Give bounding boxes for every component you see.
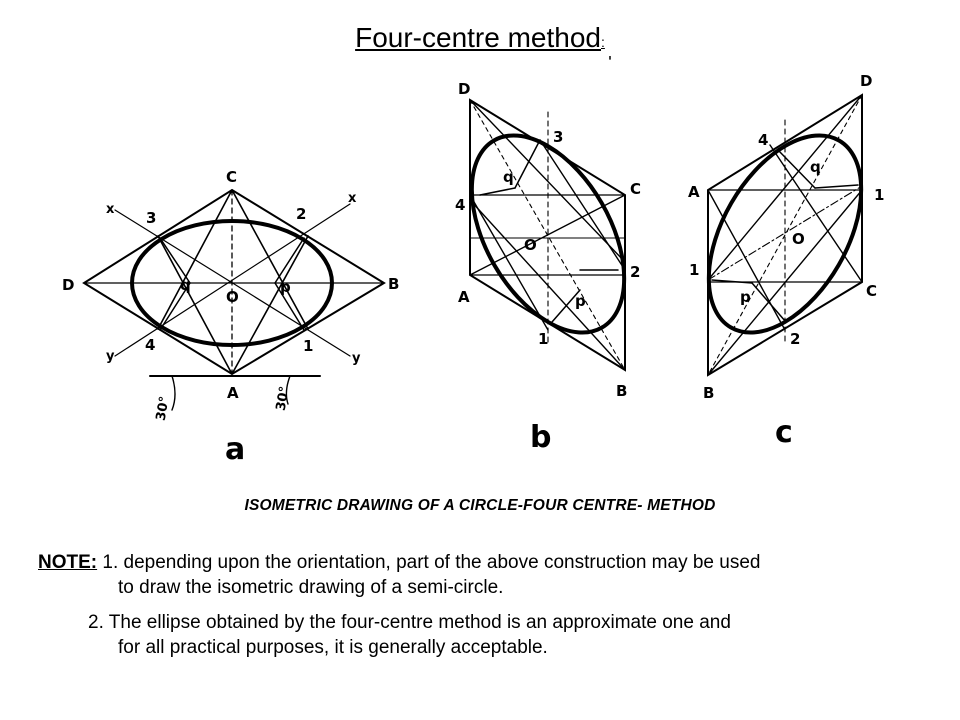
fig-b-label-1: 1	[538, 330, 548, 348]
fig-c-label-4: 4	[758, 131, 768, 149]
fig-c-label-1-right: 1	[874, 186, 884, 204]
fig-c-label-B: B	[703, 384, 714, 402]
diagram-caption: ISOMETRIC DRAWING OF A CIRCLE-FOUR CENTR…	[244, 497, 716, 514]
fig-a-label-D: D	[62, 276, 74, 294]
fig-c-label-2: 2	[790, 330, 800, 348]
fig-b-label-O: O	[524, 236, 537, 254]
note-item-1-line-1: 1. depending upon the orientation, part …	[97, 552, 761, 573]
fig-b-label-B: B	[616, 382, 627, 400]
fig-a-label-A: A	[227, 384, 239, 402]
fig-a-label-4: 4	[145, 336, 155, 354]
fig-a-ellipse	[130, 219, 334, 347]
fig-c-label-D: D	[860, 72, 872, 90]
title-text: Four-centre method	[355, 22, 601, 53]
fig-a-label-x-left: x	[106, 202, 115, 217]
fig-b-label-3: 3	[553, 128, 563, 146]
fig-a-label-1: 1	[303, 337, 313, 355]
fig-c-label-p: p	[740, 288, 751, 306]
fig-b-label-q: q	[503, 168, 514, 186]
note-item-1: NOTE: 1. depending upon the orientation,…	[38, 550, 938, 575]
fig-b-label-A: A	[458, 288, 470, 306]
fig-a-label-2: 2	[296, 205, 306, 223]
fig-a-label-q: q	[180, 276, 191, 294]
note-item-1-line-2: to draw the isometric drawing of a semi-…	[118, 577, 504, 598]
stray-mark: '	[608, 55, 612, 70]
fig-b-label-C: C	[630, 180, 641, 198]
note-item-2-line-2: for all practical purposes, it is genera…	[118, 637, 548, 658]
fig-a-label-y-left: y	[106, 349, 115, 364]
fig-b-label-D: D	[458, 80, 470, 98]
figure-a-label: a	[225, 432, 246, 467]
fig-a-label-B: B	[388, 275, 399, 293]
fig-a-label-x-right: x	[348, 191, 357, 206]
fig-b-label-2: 2	[630, 263, 640, 281]
fig-a-label-3: 3	[146, 209, 156, 227]
fig-a-label-p: p	[280, 278, 291, 296]
figure-c	[706, 93, 864, 377]
fig-c-label-A: A	[688, 183, 700, 201]
figure-a	[82, 188, 386, 411]
figure-c-label: c	[775, 415, 793, 450]
note-heading: NOTE:	[38, 552, 98, 573]
fig-c-label-1-left: 1	[689, 261, 699, 279]
fig-c-label-O: O	[792, 230, 805, 248]
construction-diagrams: C B D A O q p 3 2 4 1 x x y y 30° 30° D …	[62, 55, 884, 422]
page-title: Four-centre method:	[0, 22, 960, 54]
fig-b-label-p: p	[575, 292, 586, 310]
fig-a-angle-left: 30°	[154, 395, 173, 422]
fig-a-label-C: C	[226, 168, 237, 186]
fig-c-ellipse	[706, 133, 864, 335]
fig-a-angle-right: 30°	[274, 385, 293, 412]
note-item-2: 2. The ellipse obtained by the four-cent…	[38, 610, 938, 660]
figure-b-label: b	[530, 420, 552, 455]
fig-c-label-q: q	[810, 158, 821, 176]
title-suffix: :	[601, 34, 605, 50]
fig-c-label-C: C	[866, 282, 877, 300]
notes-section: NOTE: 1. depending upon the orientation,…	[38, 550, 938, 660]
fig-a-label-O: O	[226, 288, 239, 306]
fig-a-label-y-right: y	[352, 351, 361, 366]
note-item-2-line-1: 2. The ellipse obtained by the four-cent…	[88, 612, 731, 633]
fig-b-label-4: 4	[455, 196, 465, 214]
fig-b-ellipse	[469, 133, 627, 335]
figure-b	[469, 98, 627, 372]
